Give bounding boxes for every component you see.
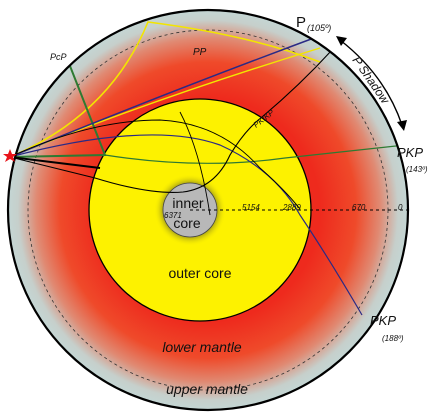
- lower-mantle-label: lower mantle: [162, 339, 242, 355]
- shadow-arrow: [339, 39, 403, 126]
- black-ray-lower: [9, 156, 101, 169]
- pp-label: PP: [193, 47, 207, 58]
- inner-core-label-2: core: [173, 215, 200, 231]
- pkp-143-angle: (143º): [406, 165, 428, 174]
- depth-0: 0: [398, 203, 403, 212]
- pcp-label: PcP: [50, 52, 67, 62]
- depth-6371: 6371: [164, 211, 182, 220]
- earth-surface: [6, 8, 410, 412]
- p-angle-label: (105º): [307, 23, 331, 33]
- upper-mantle-label: upper mantle: [166, 381, 248, 397]
- pkp-143-ray: [9, 144, 406, 164]
- earthquake-source-star: [3, 149, 17, 162]
- depth-670: 670: [352, 203, 366, 212]
- pkp-188-label: PKP: [370, 313, 396, 328]
- p-label: P: [296, 14, 306, 31]
- pp-ray: [9, 21, 321, 158]
- black-ray-upper: [9, 119, 301, 210]
- pkp-188-ray: [9, 134, 363, 316]
- outer-core-label: outer core: [168, 265, 231, 281]
- depth-5154: 5154: [242, 203, 260, 212]
- inner-core-label-1: inner: [172, 195, 203, 211]
- pkp-143-label: PKP: [397, 145, 423, 160]
- shadow-arrowhead-top: [336, 36, 347, 46]
- pkp-188-angle: (188º): [382, 334, 404, 343]
- black-ray-mid: [179, 111, 211, 216]
- depth-2889: 2889: [282, 203, 301, 212]
- pkikp-ray: [9, 49, 333, 193]
- shadow-arrowhead-bottom: [397, 120, 407, 131]
